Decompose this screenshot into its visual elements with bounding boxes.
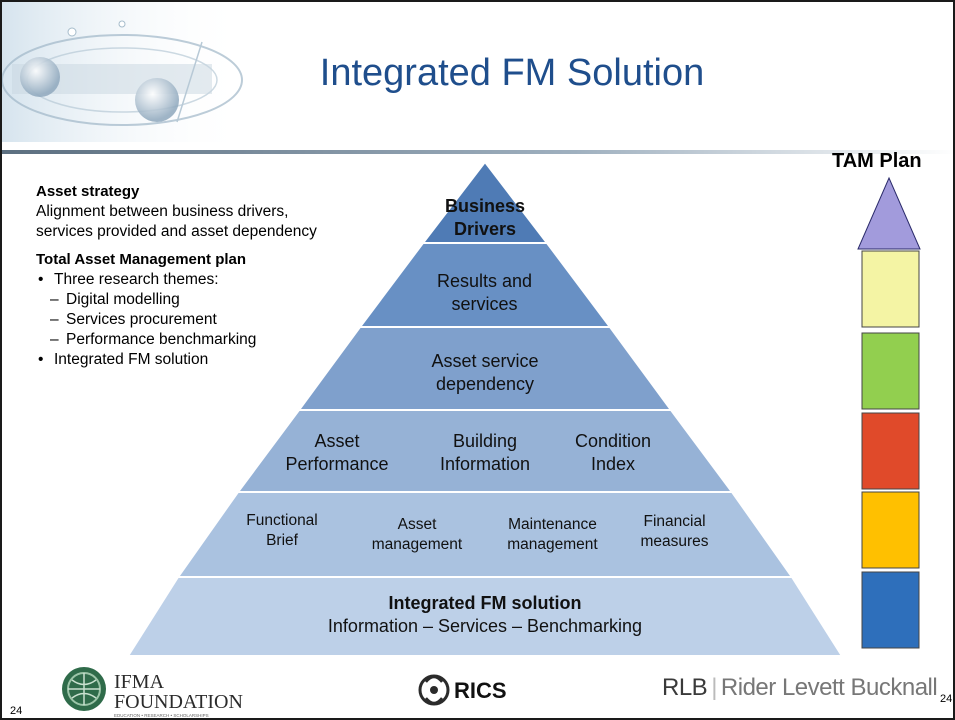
level-3-label: Asset service dependency	[385, 350, 585, 396]
level-4-item: Condition Index	[558, 430, 668, 476]
level-4-item-line-1: Condition	[574, 431, 652, 451]
tam-block-4	[861, 491, 920, 569]
header-divider	[2, 150, 953, 154]
level-5-item-line-2: management	[371, 536, 463, 553]
tam-block-5	[861, 571, 920, 649]
tam-block-3	[861, 412, 920, 490]
foundation-text: FOUNDATION	[114, 691, 243, 713]
level-5-item: Asset management	[357, 515, 477, 555]
bullet-item: Integrated FM solution	[36, 350, 336, 370]
level-5-item-line-1: Functional	[246, 512, 318, 529]
tam-heading: Total Asset Management plan	[36, 251, 247, 268]
level-4-item: Building Information	[430, 430, 540, 476]
level-5-item: Maintenance management	[490, 515, 615, 555]
rlb-logo: RLB|Rider Levett Bucknall	[662, 674, 938, 701]
left-text-panel: Asset strategy Alignment between busines…	[36, 182, 336, 370]
level-4-item-line-1: Asset	[314, 431, 360, 451]
level-4-item-line-2: Performance	[285, 454, 389, 474]
level-6-line-1: Integrated FM solution	[388, 593, 582, 613]
level-2-line-2: services	[451, 294, 518, 314]
level-5-item-line-1: Asset	[397, 516, 437, 533]
level-5-item-line-2: management	[507, 536, 598, 553]
ifma-foundation-logo: IFMA FOUNDATION EDUCATION • RESEARCH • S…	[62, 667, 243, 718]
level-4-item-line-2: Information	[439, 454, 531, 474]
page-number-right: 24	[940, 693, 953, 705]
header-globe-art	[2, 2, 247, 142]
ifma-tagline: EDUCATION • RESEARCH • SCHOLARSHIPS	[114, 713, 209, 718]
level-1-label: Business Drivers	[425, 195, 545, 241]
tam-block-1	[861, 250, 920, 328]
sub-bullet-item: Digital modelling	[46, 290, 336, 310]
level-6-line-2: Information – Services – Benchmarking	[327, 616, 643, 636]
level-2-label: Results and services	[402, 270, 567, 316]
rics-text: RICS	[454, 678, 507, 703]
level-5-item-line-1: Financial	[643, 513, 706, 530]
level-5-item-line-1: Maintenance	[508, 516, 597, 533]
tam-plan-title: TAM Plan	[832, 150, 922, 172]
level-5-item-line-2: Brief	[266, 532, 298, 549]
asset-strategy-text: Alignment between business drivers, serv…	[36, 203, 317, 240]
level-2-line-1: Results and	[436, 271, 533, 291]
level-5-item-line-2: measures	[640, 533, 709, 550]
level-1-line-1: Business	[444, 196, 526, 216]
ifma-text: IFMA	[114, 671, 165, 693]
tam-triangle	[857, 176, 921, 250]
page-number-left: 24	[10, 705, 23, 717]
level-1-line-2: Drivers	[453, 219, 517, 239]
level-3-line-2: dependency	[435, 374, 535, 394]
level-4-item-line-1: Building	[452, 431, 518, 451]
rlb-full: Rider Levett Bucknall	[720, 674, 938, 701]
pyramid-level-6	[126, 576, 844, 657]
rics-logo: RICS	[418, 674, 507, 706]
level-6-label: Integrated FM solution Information – Ser…	[245, 592, 725, 638]
level-5-item: Functional Brief	[227, 511, 337, 551]
level-4-item-line-2: Index	[590, 454, 636, 474]
sub-bullet-item: Services procurement	[46, 310, 336, 330]
rlb-short: RLB	[662, 674, 708, 701]
level-5-item: Financial measures	[617, 512, 732, 552]
level-3-line-1: Asset service	[431, 351, 539, 371]
slide-title: Integrated FM Solution	[319, 52, 705, 94]
tam-block-2	[861, 332, 920, 410]
level-4-item: Asset Performance	[282, 430, 392, 476]
sub-bullet-item: Performance benchmarking	[46, 330, 336, 350]
bullet-list: Three research themes: Digital modelling…	[36, 270, 336, 370]
bullet-item: Three research themes:	[36, 270, 336, 290]
asset-strategy-heading: Asset strategy	[36, 183, 140, 200]
